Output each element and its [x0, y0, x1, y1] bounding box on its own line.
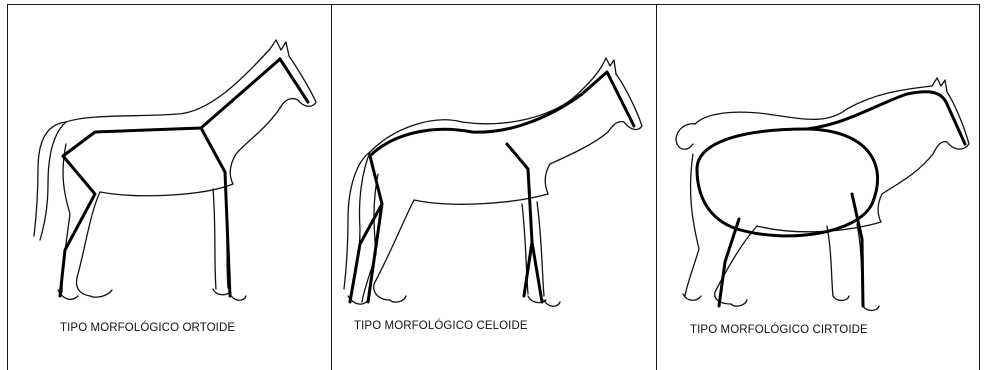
horse-ortoide-drawing: [8, 4, 331, 370]
panel-cirtoide: TIPO MORFOLÓGICO CIRTOIDE: [657, 4, 980, 370]
caption-celoide: TIPO MORFOLÓGICO CELOIDE: [354, 320, 528, 332]
caption-ortoide: TIPO MORFOLÓGICO ORTOIDE: [60, 322, 235, 334]
panel-ortoide: TIPO MORFOLÓGICO ORTOIDE: [8, 4, 331, 370]
panel-celoide: TIPO MORFOLÓGICO CELOIDE: [332, 4, 656, 370]
caption-cirtoide: TIPO MORFOLÓGICO CIRTOIDE: [690, 324, 868, 336]
horse-cirtoide-drawing: [657, 4, 980, 370]
horse-celoide-drawing: [332, 4, 656, 370]
